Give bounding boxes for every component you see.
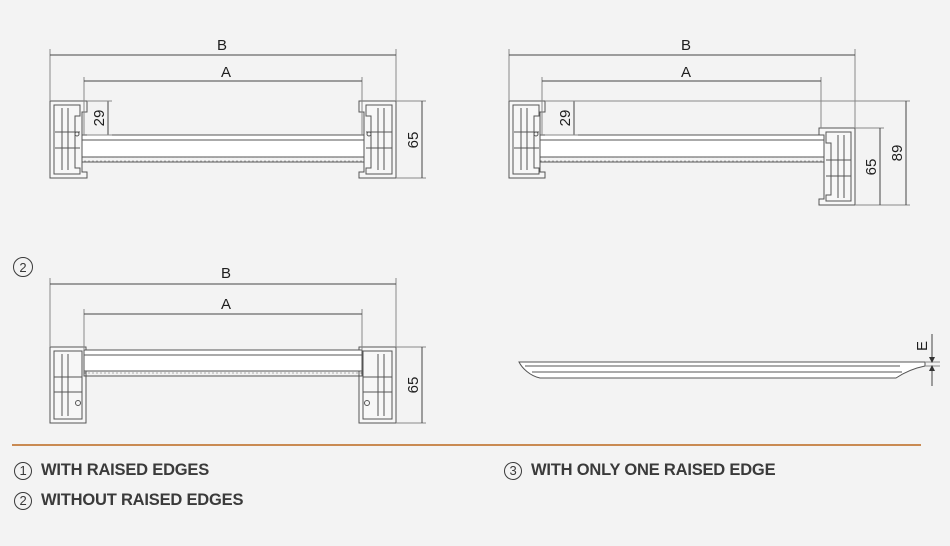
profile-label-e: E xyxy=(914,341,931,351)
deck-panel xyxy=(83,349,363,377)
deck-panel xyxy=(81,134,365,163)
dimension-a xyxy=(541,77,822,135)
right-side-profile xyxy=(358,100,397,179)
dimension-a xyxy=(83,77,363,135)
dimension-b xyxy=(49,278,397,347)
ramp-side-profile xyxy=(518,334,940,386)
dimension-65 xyxy=(855,127,910,206)
left-side-profile xyxy=(49,346,87,424)
legend-label-2: WITHOUT RAISED EDGES xyxy=(41,491,244,509)
legend-label-3: WITH ONLY ONE RAISED EDGE xyxy=(531,461,776,479)
fig3-label-29: 29 xyxy=(557,110,574,127)
dimension-65 xyxy=(396,100,426,179)
figure-with-raised-edges xyxy=(49,49,426,179)
fig2-label-65: 65 xyxy=(405,377,422,394)
left-side-profile xyxy=(49,100,88,179)
fig3-label-89: 89 xyxy=(889,145,906,162)
section-divider xyxy=(12,444,921,446)
fig3-label-65: 65 xyxy=(863,159,880,176)
fig1-label-29: 29 xyxy=(91,110,108,127)
fig2-label-a: A xyxy=(221,296,231,313)
legend-number-3: 3 xyxy=(504,461,522,480)
dimension-b xyxy=(49,49,397,101)
legend-number-2: 2 xyxy=(14,491,32,510)
dimension-e xyxy=(925,334,940,386)
fig1-label-65: 65 xyxy=(405,132,422,149)
dimension-b xyxy=(508,49,856,128)
right-side-profile xyxy=(358,346,397,424)
legend-number-1: 1 xyxy=(14,461,32,480)
legend-item-without-raised-edges: 2 WITHOUT RAISED EDGES xyxy=(14,491,243,510)
left-side-profile xyxy=(508,100,546,179)
fig3-label-a: A xyxy=(681,64,691,81)
dimension-89 xyxy=(545,100,910,205)
dimension-65 xyxy=(396,346,426,424)
fig1-label-a: A xyxy=(221,64,231,81)
dimension-a xyxy=(83,309,363,350)
legend-item-one-raised-edge: 3 WITH ONLY ONE RAISED EDGE xyxy=(504,461,776,480)
fig3-label-b: B xyxy=(681,37,691,54)
figure-2-marker: 2 xyxy=(13,257,33,277)
figure-without-raised-edges xyxy=(49,278,426,424)
figure-with-one-raised-edge xyxy=(508,49,910,206)
legend-label-1: WITH RAISED EDGES xyxy=(41,461,210,479)
legend-item-raised-edges: 1 WITH RAISED EDGES xyxy=(14,461,209,480)
dimension-29 xyxy=(87,100,112,136)
fig1-label-b: B xyxy=(217,37,227,54)
fig2-label-b: B xyxy=(221,265,231,282)
deck-panel xyxy=(539,134,825,163)
